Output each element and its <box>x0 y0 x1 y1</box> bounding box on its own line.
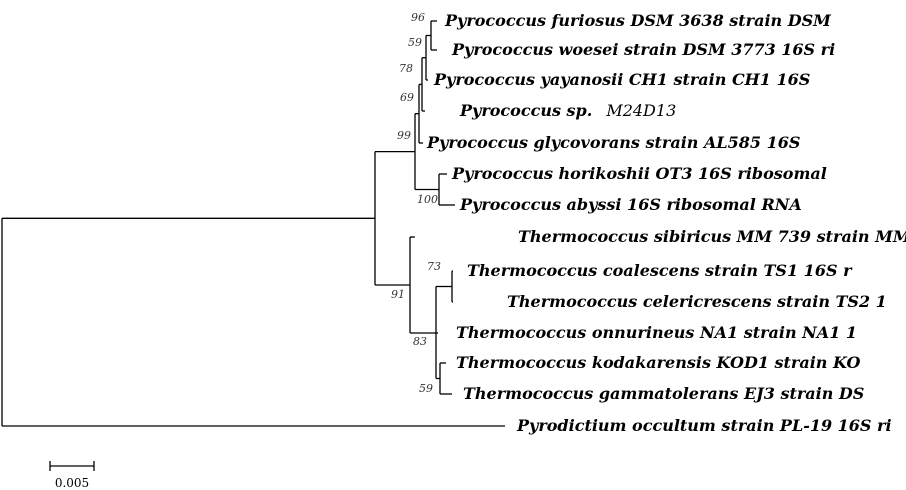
bootstrap-values: 96 59 78 69 99 100 73 91 83 59 <box>391 11 441 395</box>
bootstrap-coalescens-celericrescens: 73 <box>427 260 441 273</box>
bootstrap-woesei-group: 59 <box>408 36 422 49</box>
bootstrap-kodakarensis-gammatolerans: 59 <box>419 382 433 395</box>
leaf-label-L12: Thermococcus kodakarensis KOD1 strain KO <box>456 353 860 372</box>
bootstrap-thermococcus-clade: 91 <box>391 288 405 301</box>
leaf-label-L1: Pyrococcus furiosus DSM 3638 strain DSM <box>444 11 832 30</box>
leaf-label-L7: Pyrococcus abyssi 16S ribosomal RNA <box>459 195 802 214</box>
tree-branches <box>1 20 505 427</box>
leaf-label-L6: Pyrococcus horikoshii OT3 16S ribosomal <box>451 164 827 183</box>
bootstrap-onnurineus-group: 83 <box>413 335 427 348</box>
leaf-label-L14: Pyrodictium occultum strain PL-19 16S ri <box>516 416 892 435</box>
bootstrap-sp-group: 69 <box>400 91 414 104</box>
leaf-label-L10: Thermococcus celericrescens strain TS2 1 <box>507 292 887 311</box>
leaf-label-L9: Thermococcus coalescens strain TS1 16S r <box>467 261 853 280</box>
bootstrap-yayanosii-group: 78 <box>399 62 413 75</box>
bootstrap-pyrococcus-clade: 99 <box>397 129 411 142</box>
leaf-label-L3: Pyrococcus yayanosii CH1 strain CH1 16S <box>433 70 810 89</box>
leaf-label-L2: Pyrococcus woesei strain DSM 3773 16S ri <box>451 40 835 59</box>
leaf-label-L8: Thermococcus sibiricus MM 739 strain MM <box>518 227 906 246</box>
leaf-label-L5: Pyrococcus glycovorans strain AL585 16S <box>426 133 800 152</box>
bootstrap-horikoshii-abyssi: 100 <box>417 193 438 206</box>
leaf-label-L13: Thermococcus gammatolerans EJ3 strain DS <box>463 384 864 403</box>
leaf-label-L4-genus: Pyrococcus sp. <box>459 101 592 120</box>
scale-bar-label: 0.005 <box>55 476 89 490</box>
scale-bar: 0.005 <box>49 461 95 490</box>
leaf-label-L4-strain: M24D13 <box>605 101 676 120</box>
bootstrap-furiosus-woesei: 96 <box>411 11 425 24</box>
leaf-label-L4: Pyrococcus sp. M24D13 <box>459 101 676 120</box>
leaf-label-L11: Thermococcus onnurineus NA1 strain NA1 1 <box>456 323 857 342</box>
leaf-labels: Pyrococcus furiosus DSM 3638 strain DSM P… <box>426 11 906 435</box>
